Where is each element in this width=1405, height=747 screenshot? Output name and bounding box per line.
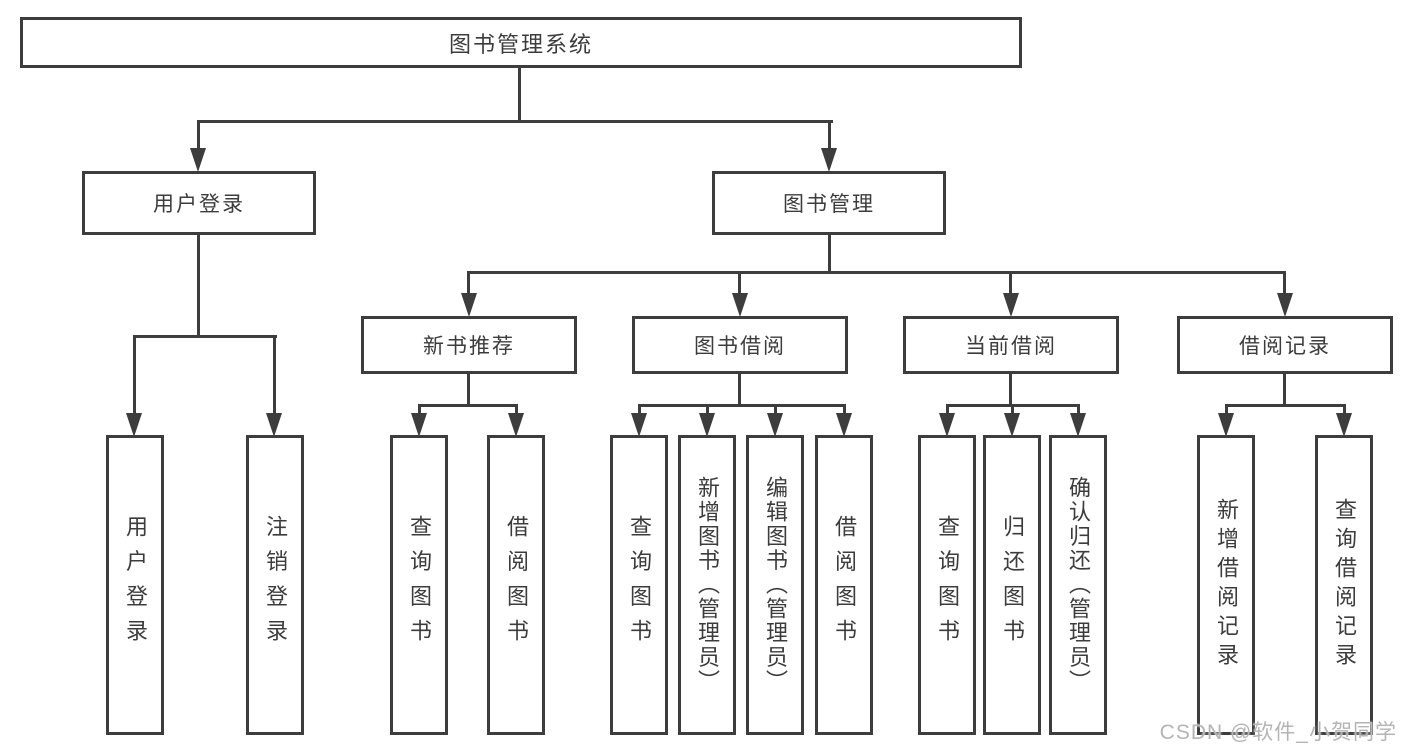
arrowhead <box>266 413 282 437</box>
connector-line <box>843 404 846 416</box>
connector-line <box>1283 271 1286 297</box>
leaf-borrow-book-1: 借阅图书 <box>487 435 545 735</box>
connector-line <box>197 235 200 337</box>
connector-line <box>1009 374 1012 406</box>
connector-line <box>467 271 470 297</box>
node-book-borrow: 图书借阅 <box>632 316 848 374</box>
arrowhead <box>631 413 647 437</box>
connector-line <box>418 404 421 416</box>
connector-line <box>133 335 136 415</box>
arrowhead <box>1003 293 1019 317</box>
node-current-borrow: 当前借阅 <box>903 316 1119 374</box>
node-label: 借阅图书 <box>504 515 529 655</box>
arrowhead <box>836 413 852 437</box>
connector-line <box>828 120 831 152</box>
arrowhead <box>1336 413 1352 437</box>
leaf-confirm-return-admin: 确认归还（管理员） <box>1049 435 1107 735</box>
arrowhead <box>411 413 427 437</box>
connector-line <box>738 271 741 297</box>
arrowhead <box>190 148 206 172</box>
leaf-add-borrow-record: 新增借阅记录 <box>1197 435 1255 735</box>
node-label: 确认归还（管理员） <box>1066 476 1091 694</box>
node-user-login: 用户登录 <box>82 171 316 235</box>
connector-line <box>946 404 949 416</box>
arrowhead <box>732 293 748 317</box>
arrowhead <box>508 413 524 437</box>
connector-line <box>273 335 276 415</box>
node-label: 当前借阅 <box>965 335 1057 358</box>
arrowhead <box>1277 293 1293 317</box>
node-root: 图书管理系统 <box>20 17 1022 68</box>
node-new-book-recommend: 新书推荐 <box>361 316 577 374</box>
leaf-edit-book-admin: 编辑图书（管理员） <box>746 435 804 735</box>
arrowhead <box>461 293 477 317</box>
connector-line <box>638 404 641 416</box>
connector-line <box>1009 271 1012 297</box>
leaf-return-book: 归还图书 <box>983 435 1041 735</box>
node-label: 新增借阅记录 <box>1214 497 1239 673</box>
connector-line <box>1225 404 1228 416</box>
node-label: 查询借阅记录 <box>1332 497 1357 673</box>
connector-line <box>1225 404 1346 407</box>
connector-line <box>706 404 709 416</box>
node-label: 查询图书 <box>627 515 652 655</box>
connector-line <box>467 271 1286 274</box>
connector-line <box>1077 404 1080 416</box>
node-label: 新增图书（管理员） <box>695 476 720 694</box>
connector-line <box>197 120 200 152</box>
arrowhead <box>1218 413 1234 437</box>
connector-line <box>1011 404 1014 416</box>
node-label: 查询图书 <box>935 515 960 655</box>
leaf-query-borrow-record: 查询借阅记录 <box>1315 435 1373 735</box>
connector-line <box>197 120 833 123</box>
arrowhead <box>939 413 955 437</box>
leaf-user-login: 用户登录 <box>106 435 164 735</box>
connector-line <box>418 404 518 407</box>
arrowhead <box>126 413 142 437</box>
node-book-management: 图书管理 <box>712 171 946 235</box>
arrowhead <box>767 413 783 437</box>
arrowhead <box>1004 413 1020 437</box>
node-label: 图书管理系统 <box>448 31 593 57</box>
leaf-query-book-2: 查询图书 <box>610 435 668 735</box>
node-label: 用户登录 <box>153 193 245 216</box>
node-label: 借阅记录 <box>1239 335 1331 358</box>
connector-line <box>467 374 470 406</box>
leaf-add-book-admin: 新增图书（管理员） <box>678 435 736 735</box>
connector-line <box>133 335 277 338</box>
arrowhead <box>1070 413 1086 437</box>
connector-line <box>638 404 846 407</box>
leaf-borrow-book-2: 借阅图书 <box>815 435 873 735</box>
arrowhead <box>821 148 837 172</box>
connector-line <box>518 68 521 122</box>
leaf-query-book-3: 查询图书 <box>918 435 976 735</box>
arrowhead <box>699 413 715 437</box>
node-borrow-record: 借阅记录 <box>1177 316 1393 374</box>
connector-line <box>828 235 831 274</box>
leaf-query-book-1: 查询图书 <box>390 435 448 735</box>
connector-line <box>1283 374 1286 406</box>
node-label: 编辑图书（管理员） <box>763 476 788 694</box>
node-label: 借阅图书 <box>832 515 857 655</box>
leaf-logout: 注销登录 <box>246 435 304 735</box>
connector-line <box>774 404 777 416</box>
node-label: 新书推荐 <box>423 335 515 358</box>
node-label: 图书管理 <box>783 193 875 216</box>
node-label: 图书借阅 <box>694 335 786 358</box>
connector-line <box>515 404 518 416</box>
node-label: 注销登录 <box>263 515 288 655</box>
connector-line <box>738 374 741 406</box>
node-label: 用户登录 <box>123 515 148 655</box>
connector-line <box>1343 404 1346 416</box>
watermark: CSDN @软件_小贺同学 <box>1159 721 1397 744</box>
node-label: 归还图书 <box>1000 515 1025 655</box>
node-label: 查询图书 <box>407 515 432 655</box>
